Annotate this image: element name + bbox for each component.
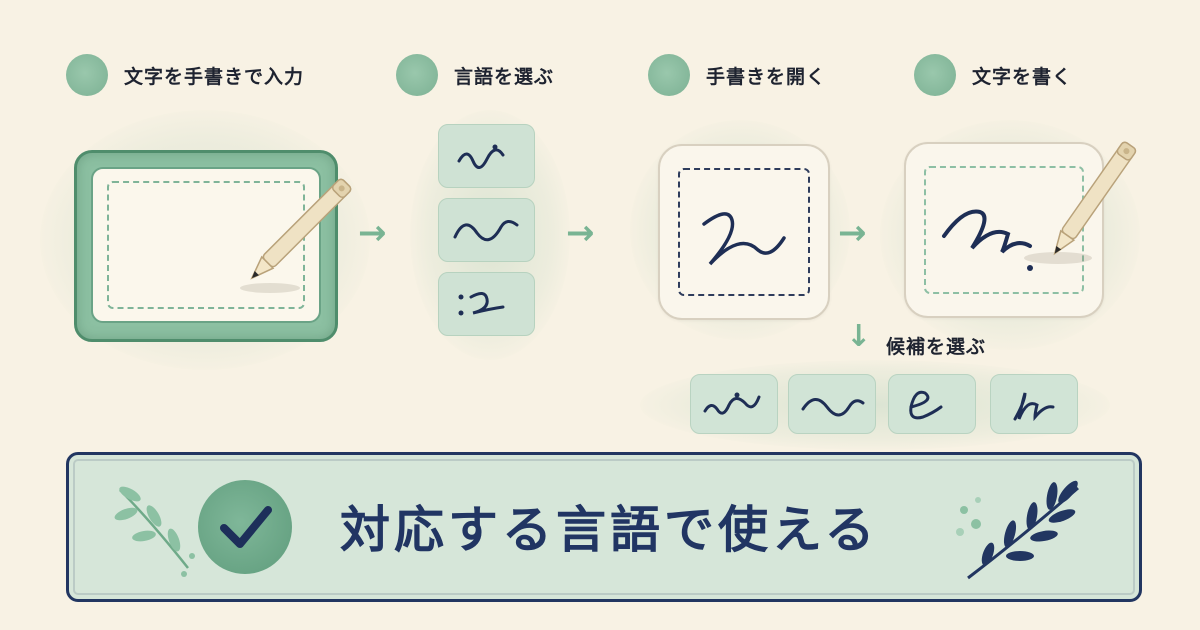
checkmark-icon (220, 506, 272, 548)
handwriting-stroke (942, 209, 1033, 271)
step-4-label: 文字を書く (972, 65, 1073, 88)
step-4-dot (914, 54, 956, 96)
check-badge (198, 480, 292, 574)
step-2-header: 言語を選ぶ (396, 54, 554, 96)
candidate-option-2[interactable] (788, 374, 876, 434)
candidate-label: 候補を選ぶ (886, 336, 987, 358)
language-option-2[interactable] (438, 198, 535, 262)
leaf-branch-icon (956, 480, 1079, 580)
candidate-option-4[interactable] (990, 374, 1078, 434)
step-2-dot (396, 54, 438, 96)
pencil-icon (240, 178, 352, 293)
candidate-option-1[interactable] (690, 374, 778, 434)
leaf-branch-icon (114, 486, 195, 577)
handwriting-area (107, 181, 305, 309)
handwriting-area (924, 166, 1084, 294)
arrow-right-icon: → (358, 213, 387, 253)
banner-text: 対応する言語で使える (340, 501, 879, 559)
pencil-icon (1024, 141, 1137, 264)
handwriting-sample-icon (458, 292, 505, 316)
handwriting-area (678, 168, 810, 296)
candidate-option-3[interactable] (888, 374, 976, 434)
arrow-down-icon: ↓ (846, 319, 872, 354)
arrow-right-icon: → (566, 213, 595, 253)
step-3-label: 手書きを開く (706, 65, 827, 88)
step-1-label: 文字を手書きで入力 (124, 65, 305, 88)
handwriting-sample-icon (457, 144, 505, 169)
step-3-dot (648, 54, 690, 96)
step-1-header: 文字を手書きで入力 (66, 54, 304, 96)
language-option-3[interactable] (438, 272, 535, 336)
step-1-dot (66, 54, 108, 96)
handwriting-sample-icon (453, 220, 519, 242)
handwriting-sample-icon (1013, 392, 1055, 422)
step-3-header: 手書きを開く (648, 54, 826, 96)
handwriting-pad[interactable] (658, 144, 830, 320)
arrow-right-icon: → (838, 213, 867, 253)
step-2-label: 言語を選ぶ (454, 65, 555, 88)
language-option-1[interactable] (438, 124, 535, 188)
handwriting-sample-icon (801, 398, 865, 417)
handwriting-sample-icon (703, 392, 761, 415)
handwriting-stroke (702, 212, 786, 266)
step-4-header: 文字を書く (914, 54, 1072, 96)
handwriting-sample-icon (909, 390, 943, 420)
